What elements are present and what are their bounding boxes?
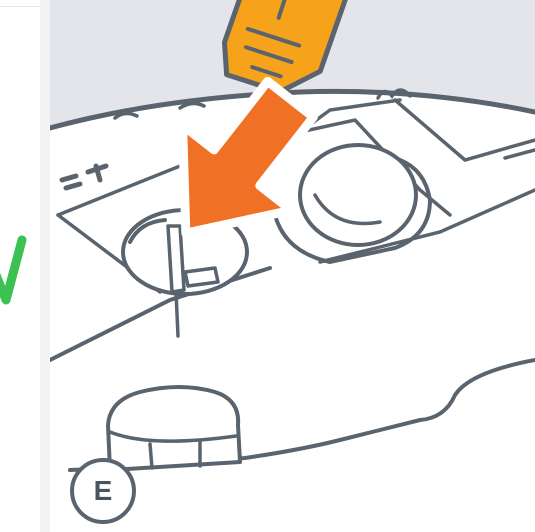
divider-strip bbox=[40, 0, 50, 532]
left-panel bbox=[0, 0, 41, 532]
assembly-illustration bbox=[50, 0, 535, 532]
panel-divider-line bbox=[0, 6, 40, 7]
arrow-down-icon bbox=[50, 0, 535, 532]
check-icon bbox=[0, 0, 40, 532]
step-label: E bbox=[94, 475, 113, 507]
step-label-badge: E bbox=[70, 458, 136, 524]
